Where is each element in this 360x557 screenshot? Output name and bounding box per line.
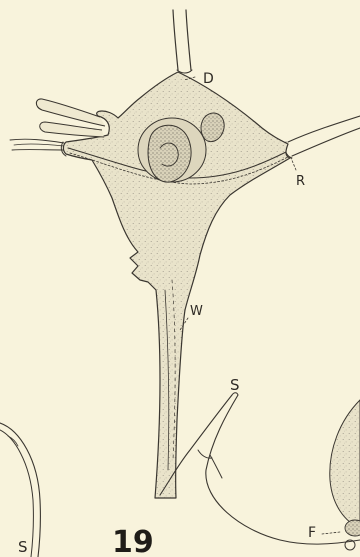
label-d: D [203,71,214,87]
lower-right-fragment [330,400,360,550]
label-f: F [308,525,316,541]
left-fibrils [10,139,66,156]
label-w: W [190,304,203,319]
right-fiber [285,116,360,158]
upper-fiber [173,10,192,73]
label-s-left: S [18,538,28,556]
label-r: R [296,174,305,189]
figure-number: 19 [112,525,154,557]
left-arc-fiber [0,423,40,557]
label-s-middle: S [230,376,240,394]
